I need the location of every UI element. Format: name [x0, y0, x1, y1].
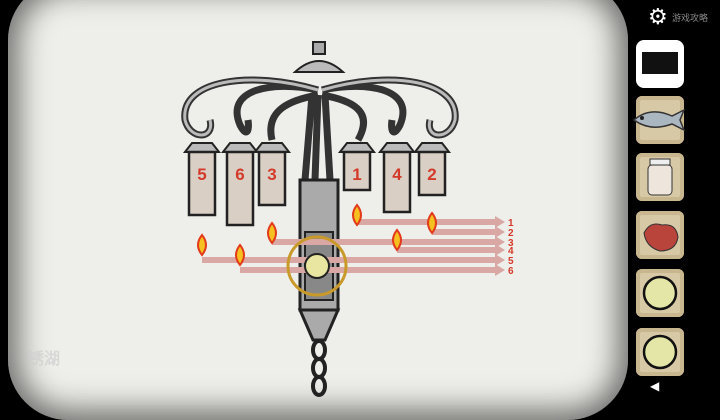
- candle-number: 3: [267, 165, 276, 184]
- arrow-line: [432, 229, 495, 235]
- selection-ring: [286, 235, 348, 297]
- candle-number: 1: [352, 165, 361, 184]
- arrow-head: [495, 254, 505, 266]
- candle-number: 2: [427, 165, 436, 184]
- guide-button[interactable]: 游戏攻略: [672, 13, 709, 23]
- yellow-disc-icon: [642, 275, 678, 311]
- candle[interactable]: [225, 150, 255, 227]
- arrow-line: [397, 247, 495, 253]
- inventory-slot-fish[interactable]: [632, 96, 686, 144]
- candle[interactable]: [187, 150, 217, 217]
- inventory-slot-jar[interactable]: [636, 153, 684, 201]
- jar-icon: [647, 158, 673, 196]
- arrow-label: 6: [508, 266, 514, 277]
- arrow-line: [240, 267, 495, 273]
- candle-number: 5: [197, 165, 206, 184]
- arrow-line: [202, 257, 495, 263]
- arrow-head: [495, 226, 505, 238]
- gear-icon[interactable]: ⚙: [648, 4, 668, 29]
- flame-icon: [267, 221, 277, 245]
- flame-icon: [392, 228, 402, 252]
- candles: 5 6 3 1 4 2: [182, 142, 452, 267]
- candle[interactable]: [342, 150, 372, 192]
- candle[interactable]: [257, 150, 287, 207]
- candle-number: 6: [235, 165, 244, 184]
- watermark-logo: 锈湖: [28, 351, 61, 368]
- arrow-label: 5: [508, 256, 514, 267]
- flame-icon: [427, 211, 437, 235]
- arrow-head: [495, 236, 505, 248]
- chain: [311, 339, 327, 397]
- candle[interactable]: [382, 150, 412, 214]
- flame-icon: [235, 243, 245, 267]
- flame-icon: [352, 203, 362, 227]
- arrow-head: [495, 244, 505, 256]
- flame-icon: [197, 233, 207, 257]
- arrow-line: [272, 239, 495, 245]
- inventory-slot-card[interactable]: [636, 40, 684, 88]
- arrow-label: 4: [508, 246, 514, 257]
- triangle-left-icon[interactable]: ◀: [650, 379, 660, 393]
- inventory-slot-disc-2[interactable]: [636, 328, 684, 376]
- arrow-label: 2: [508, 228, 514, 239]
- heart-icon: [643, 223, 679, 252]
- yellow-disc-icon: [642, 334, 678, 370]
- inventory-slot-disc-1[interactable]: [636, 269, 684, 317]
- candle[interactable]: [417, 150, 447, 197]
- arrow-label: 3: [508, 238, 514, 249]
- arrow-head: [495, 216, 505, 228]
- arrow-line: [357, 219, 495, 225]
- slot-disc[interactable]: [304, 253, 330, 279]
- black-card-icon: [642, 52, 678, 74]
- chandelier-arms: [181, 76, 459, 181]
- inventory-slot-heart[interactable]: [636, 211, 684, 259]
- arrow-head: [495, 264, 505, 276]
- fish-icon: [632, 108, 686, 132]
- arrow-label: 1: [508, 218, 514, 229]
- candle-number: 4: [392, 165, 402, 184]
